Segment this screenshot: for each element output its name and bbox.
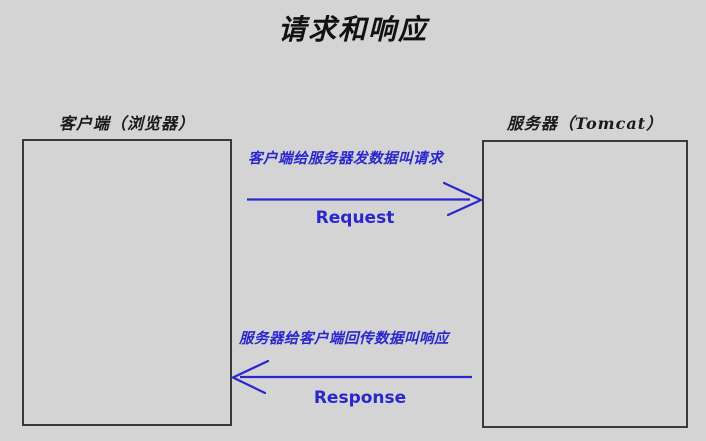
- page-title: 请求和响应: [277, 13, 428, 46]
- client-entity-box: [22, 139, 232, 426]
- response-caption-label: Response: [313, 388, 407, 408]
- request-annotation-text: 客户端给服务器发数据叫请求: [248, 150, 443, 167]
- client-entity-label: 客户端（浏览器）: [58, 114, 195, 133]
- response-annotation-text: 服务器给客户端回传数据叫响应: [239, 330, 449, 347]
- server-entity-box: [482, 140, 688, 428]
- request-caption-label: Request: [315, 208, 395, 228]
- server-entity-label: 服务器（Tomcat）: [506, 114, 664, 133]
